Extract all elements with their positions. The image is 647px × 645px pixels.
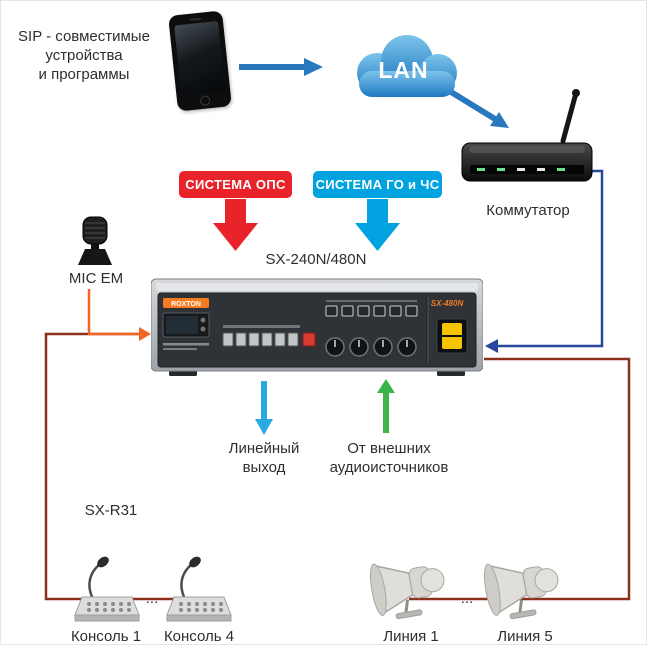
horn-speaker-shape xyxy=(369,563,445,620)
go-chs-system-badge: СИСТЕМА ГО и ЧС xyxy=(313,171,442,198)
mic-em-shape xyxy=(78,216,112,265)
go-chs-system-badge-label: СИСТЕМА ГО и ЧС xyxy=(315,177,440,192)
horn-speaker-shape xyxy=(483,563,559,620)
arrow-line-out-icon xyxy=(255,381,273,435)
consoles-ellipsis: ... xyxy=(145,590,159,607)
speaker-line-5-icon xyxy=(483,545,567,620)
connector-phone-to-lan xyxy=(239,58,323,76)
amplifier-buttons xyxy=(222,332,316,347)
amplifier-model-label: SX-240N/480N xyxy=(265,251,367,268)
amplifier-brand-text: ROXTON xyxy=(171,301,201,308)
sip-devices-label-line2: устройства xyxy=(45,47,123,64)
ops-system-badge: СИСТЕМА ОПС xyxy=(179,171,292,198)
mic-em-icon xyxy=(73,215,117,267)
console-1-label: Консоль 1 xyxy=(70,628,142,645)
speaker-line-1-label: Линия 1 xyxy=(383,628,439,645)
sip-devices-label: SIP - совместимые устройства и программы xyxy=(7,27,161,84)
lan-cloud-icon: LAN xyxy=(331,29,476,111)
ops-system-badge-label: СИСТЕМА ОПС xyxy=(185,177,286,192)
amplifier-knobs xyxy=(325,337,417,357)
line-out-label-line1: Линейный xyxy=(228,440,300,457)
speakers-ellipsis: ... xyxy=(460,590,474,607)
mic-em-label: MIC EM xyxy=(68,270,124,287)
console-4-icon xyxy=(163,549,235,627)
console-shape xyxy=(74,556,140,622)
router-shape xyxy=(461,89,593,182)
network-switch-icon xyxy=(459,85,597,197)
phone-screen xyxy=(174,20,226,97)
line-out-label-line2: выход xyxy=(242,459,286,476)
ext-audio-label-line1: От внешних xyxy=(347,440,431,457)
phone-home-button xyxy=(199,95,211,107)
arrow-go-chs-system-icon xyxy=(355,199,400,251)
sip-devices-label-line3: и программы xyxy=(38,66,130,83)
console-1-icon xyxy=(71,549,143,627)
lan-label: LAN xyxy=(378,57,429,83)
connector-mic-to-amplifier xyxy=(87,289,151,341)
amplifier-zone-selectors xyxy=(325,300,418,317)
amplifier-device: ROXTON SX-480N xyxy=(150,273,484,377)
connector-lan-to-router xyxy=(449,89,509,128)
smartphone-icon xyxy=(168,10,232,112)
ext-audio-label-line2: аудиоисточников xyxy=(329,459,449,476)
amplifier-power-switch xyxy=(436,318,468,354)
console-model-label: SX-R31 xyxy=(84,502,138,519)
connector-router-to-amplifier xyxy=(485,169,604,353)
speaker-line-5-label: Линия 5 xyxy=(497,628,553,645)
phone-speaker-slit xyxy=(189,17,202,21)
speaker-line-1-icon xyxy=(369,545,453,620)
console-4-label: Консоль 4 xyxy=(163,628,235,645)
amplifier-front-model-text: SX-480N xyxy=(431,299,464,308)
console-shape xyxy=(166,556,232,622)
line-out-label: Линейный выход xyxy=(216,439,312,477)
arrow-ops-system-icon xyxy=(213,199,258,251)
router-label: Коммутатор xyxy=(486,202,570,219)
ext-audio-label: От внешних аудиоисточников xyxy=(319,439,459,477)
amplifier-shape: ROXTON SX-480N xyxy=(150,278,484,376)
sip-devices-label-line1: SIP - совместимые xyxy=(18,28,150,45)
arrow-ext-audio-icon xyxy=(377,379,395,433)
cloud-shape xyxy=(357,35,457,97)
